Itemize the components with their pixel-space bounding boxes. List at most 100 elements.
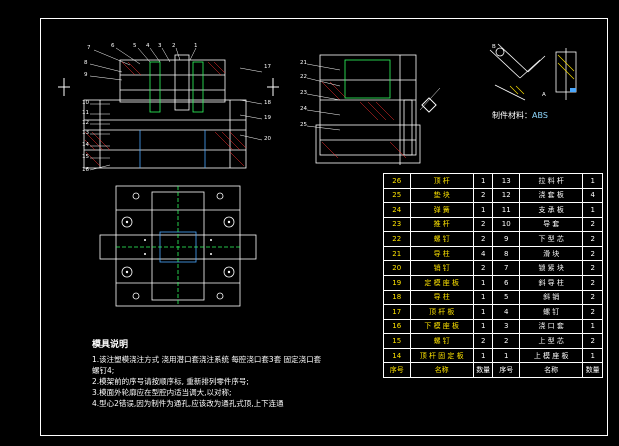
bom-cell: 17 (383, 304, 411, 320)
bom-cell: 12 (492, 187, 520, 204)
bom-cell: 26 (383, 173, 411, 189)
center-marks (58, 78, 279, 96)
bom-cell: 上 模 座 板 (518, 347, 584, 364)
bom-cell: 2 (472, 187, 494, 204)
bom-cell: 销 钉 (409, 260, 474, 276)
bom-cell: 7 (492, 260, 520, 276)
bom-cell: 导 套 (518, 216, 584, 233)
callout-label: 24 (300, 106, 307, 112)
bom-header-cell: 序号 (383, 362, 411, 378)
bom-cell: 拉 料 杆 (518, 173, 584, 189)
bom-cell: 2 (582, 216, 603, 233)
bom-cell: 1 (582, 202, 603, 218)
bom-cell: 1 (472, 318, 494, 335)
bom-cell: 螺 钉 (518, 304, 584, 320)
bom-cell: 6 (492, 274, 520, 291)
callout-label: 11 (82, 110, 89, 116)
bom-cell: 浇 口 套 (518, 318, 584, 335)
bom-header-cell: 数量 (582, 362, 603, 378)
bom-cell: 弹 簧 (409, 202, 474, 218)
notes-line: 1.该注塑模浇注方式 浇用潜口套浇注系统 每腔浇口套3套 固定浇口套 (92, 355, 322, 364)
callout-label: 15 (82, 154, 89, 160)
bom-cell: 22 (383, 231, 411, 247)
bom-cell: 23 (383, 216, 411, 233)
bom-cell: 1 (472, 347, 494, 364)
bom-cell: 1 (582, 347, 603, 364)
callout-label: 23 (300, 90, 307, 96)
bom-cell: 1 (492, 347, 520, 364)
callout-label: 1 (194, 43, 198, 49)
bom-cell: 2 (472, 216, 494, 233)
bom-cell: 2 (582, 231, 603, 247)
bom-cell: 定 模 座 板 (409, 274, 474, 291)
part-material: 制件材料：ABS (492, 110, 548, 121)
callout-label: 8 (84, 60, 88, 66)
bom-cell: 1 (582, 173, 603, 189)
notes-line: 螺钉4; (92, 366, 115, 375)
bom-cell: 4 (492, 304, 520, 320)
bom-cell: 斜 销 (518, 289, 584, 306)
notes-line: 3.模面外轮廓应在型腔内适当调大,以对称; (92, 388, 232, 397)
bom-cell: 1 (472, 202, 494, 218)
bom-cell: 18 (383, 289, 411, 306)
bom-cell: 4 (472, 245, 494, 262)
bom-cell: 3 (492, 318, 520, 335)
bom-cell: 导 柱 (409, 289, 474, 306)
bom-cell: 顶 杆 (409, 173, 474, 189)
bom-cell: 下 模 座 板 (409, 318, 474, 335)
part-detail-hatch (509, 54, 575, 95)
material-label: 制件材料： (492, 111, 532, 120)
bom-cell: 顶 杆 固 定 板 (409, 347, 474, 364)
bom-cell: 20 (383, 260, 411, 276)
callout-label: 19 (264, 115, 271, 121)
notes-line: 4.型心2错误,因为制件为通孔,应该改为通孔式顶,上下连通 (92, 399, 284, 408)
bom-cell: 1 (472, 289, 494, 306)
bom-cell: 15 (383, 333, 411, 349)
bom-cell: 滑 块 (518, 245, 584, 262)
callout-label: 20 (264, 136, 271, 142)
callout-label: 9 (84, 72, 88, 78)
bom-header-cell: 名称 (409, 362, 474, 378)
mold-notes: 模具说明 1.该注塑模浇注方式 浇用潜口套浇注系统 每腔浇口套3套 固定浇口套 … (92, 340, 382, 409)
notes-title: 模具说明 (92, 340, 129, 350)
side-section-hatch (321, 81, 407, 159)
callout-label: 4 (146, 43, 150, 49)
callout-label: 2 (172, 43, 176, 49)
material-value: ABS (532, 111, 548, 120)
bom-cell: 21 (383, 245, 411, 262)
bom-cell: 4 (582, 187, 603, 204)
callout-label: 10 (82, 100, 89, 106)
bom-cell: 9 (492, 231, 520, 247)
bom-cell: 2 (582, 274, 603, 291)
callout-label: 14 (82, 142, 89, 148)
bom-cell: 2 (582, 333, 603, 349)
drawing-frame (40, 18, 608, 436)
plan-view-pins (125, 220, 231, 274)
bom-cell: 19 (383, 274, 411, 291)
bom-cell: 10 (492, 216, 520, 233)
callout-label: 5 (133, 43, 137, 49)
callout-label: A (542, 92, 546, 98)
bom-cell: 25 (383, 187, 411, 204)
bom-cell: 螺 钉 (409, 231, 474, 247)
callout-label: 12 (82, 120, 89, 126)
part-detail-marker (570, 88, 576, 92)
bom-cell: 顶 杆 板 (409, 304, 474, 320)
callout-label: 16 (82, 167, 89, 173)
bom-cell: 支 承 板 (518, 202, 584, 218)
bom-cell: 2 (582, 304, 603, 320)
bom-header-row: 序号名称数量序号名称数量 (383, 362, 603, 378)
callout-label: 3 (158, 43, 162, 49)
callout-label: 25 (300, 122, 307, 128)
bom-cell: 2 (472, 333, 494, 349)
bom-header-cell: 名称 (518, 362, 584, 378)
